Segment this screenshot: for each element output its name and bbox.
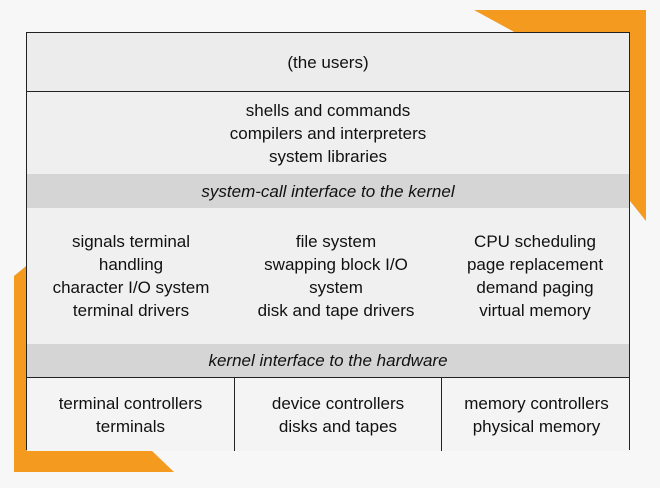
shells-line-1: shells and commands	[245, 100, 411, 120]
kernel-right-line-2: page replacement	[466, 255, 604, 274]
hardware-interface-band: kernel interface to the hardware	[27, 344, 629, 378]
kernel-center-line-3: system	[309, 278, 363, 297]
hardware-right-cell: memory controllers physical memory	[442, 378, 631, 451]
hardware-center-line-2: disks and tapes	[278, 416, 398, 436]
users-layer: (the users)	[27, 33, 629, 92]
kernel-left-line-2: handling	[98, 255, 164, 274]
hardware-center-line-1: device controllers	[271, 393, 405, 413]
kernel-center-line-4: disk and tape drivers	[257, 301, 415, 320]
shells-line-2: compilers and interpreters	[229, 123, 427, 143]
hardware-left-line-1: terminal controllers	[58, 393, 203, 413]
users-label: (the users)	[287, 52, 369, 72]
hardware-left-cell: terminal controllers terminals	[27, 378, 235, 451]
hardware-right-line-2: physical memory	[472, 416, 601, 436]
kernel-left-column: signals terminal handling character I/O …	[45, 230, 217, 322]
kernel-left-line-1: signals terminal	[71, 232, 191, 251]
system-call-interface-band: system-call interface to the kernel	[27, 174, 629, 208]
shells-layer: shells and commands compilers and interp…	[27, 92, 629, 174]
system-call-interface-label: system-call interface to the kernel	[201, 181, 455, 201]
kernel-right-line-1: CPU scheduling	[474, 232, 596, 251]
hardware-center-cell: device controllers disks and tapes	[235, 378, 442, 451]
hardware-left-line-2: terminals	[96, 416, 165, 436]
kernel-center-line-2: swapping block I/O	[264, 255, 408, 274]
kernel-layer: signals terminal handling character I/O …	[27, 208, 629, 344]
hardware-right-line-1: memory controllers	[464, 393, 609, 413]
kernel-right-line-3: demand paging	[476, 278, 594, 297]
unix-system-structure-diagram: (the users) shells and commands compiler…	[26, 32, 630, 451]
kernel-right-column: CPU scheduling page replacement demand p…	[455, 230, 615, 322]
hardware-interface-label: kernel interface to the hardware	[208, 351, 448, 370]
kernel-right-line-4: virtual memory	[479, 301, 591, 320]
shells-line-3: system libraries	[268, 146, 388, 166]
kernel-center-line-1: file system	[295, 232, 377, 251]
kernel-left-line-4: terminal drivers	[72, 301, 190, 320]
kernel-left-line-3: character I/O system	[52, 278, 210, 297]
kernel-center-column: file system swapping block I/O system di…	[244, 230, 428, 322]
hardware-layer: terminal controllers terminals device co…	[27, 378, 629, 451]
